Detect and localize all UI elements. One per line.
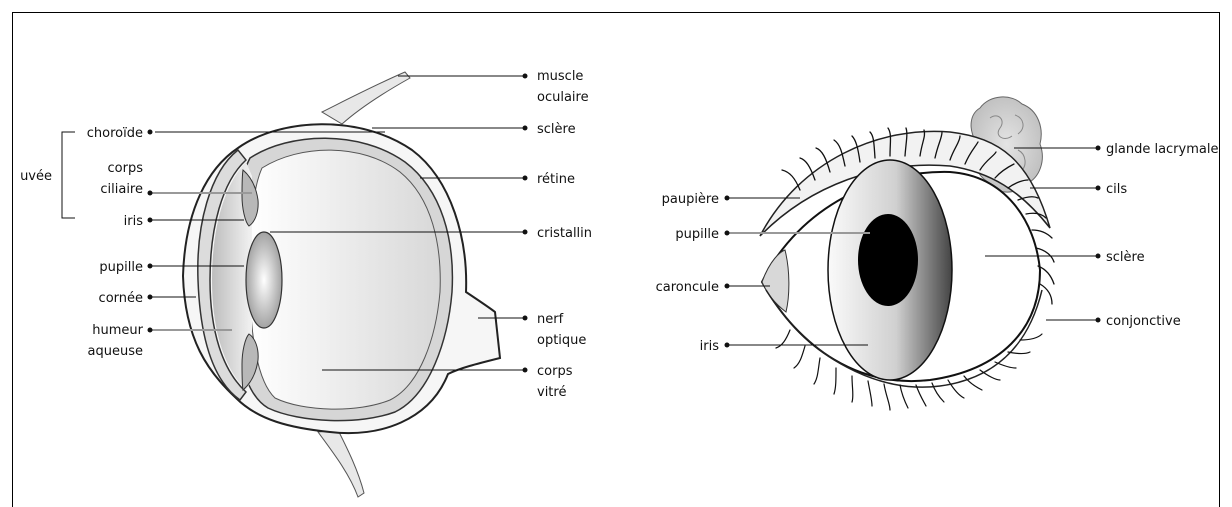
lens-shape — [246, 232, 282, 328]
label-cils: cils — [1106, 182, 1127, 197]
label-pupille-side: pupille — [99, 260, 143, 275]
label-corps-ciliaire-2: ciliaire — [100, 182, 143, 197]
pupil-shape — [858, 214, 918, 306]
label-sclere-front: sclère — [1106, 250, 1145, 265]
label-cornee: cornée — [99, 291, 143, 306]
label-retine: rétine — [537, 172, 575, 187]
caruncle-shape — [762, 250, 789, 312]
label-pupille-front: pupille — [675, 227, 719, 242]
label-choroide: choroïde — [87, 126, 143, 141]
upper-muscle-shape — [322, 72, 410, 124]
label-corps-ciliaire-1: corps — [108, 161, 144, 176]
label-corps-vitre-1: corps — [537, 364, 573, 379]
label-humeur-aqueuse-1: humeur — [92, 323, 143, 338]
label-caroncule: caroncule — [656, 280, 719, 295]
label-nerf-optique-1: nerf — [537, 312, 564, 327]
label-conjonctive: conjonctive — [1106, 314, 1181, 329]
label-muscle-oculaire-2: oculaire — [537, 90, 589, 105]
label-corps-vitre-2: vitré — [537, 385, 566, 400]
label-sclere-side: sclère — [537, 122, 576, 137]
label-cristallin: cristallin — [537, 226, 592, 241]
label-glande-lacrymale: glande lacrymale — [1106, 142, 1218, 157]
side-view-eye — [183, 72, 500, 497]
lower-muscle-shape — [318, 430, 364, 497]
label-muscle-oculaire-1: muscle — [537, 69, 583, 84]
label-humeur-aqueuse-2: aqueuse — [88, 344, 143, 359]
label-iris-side: iris — [124, 214, 144, 229]
label-iris-front: iris — [700, 339, 720, 354]
label-paupiere: paupière — [662, 192, 719, 207]
label-uvee: uvée — [20, 169, 52, 184]
label-nerf-optique-2: optique — [537, 333, 586, 348]
front-view-eye — [760, 97, 1050, 387]
